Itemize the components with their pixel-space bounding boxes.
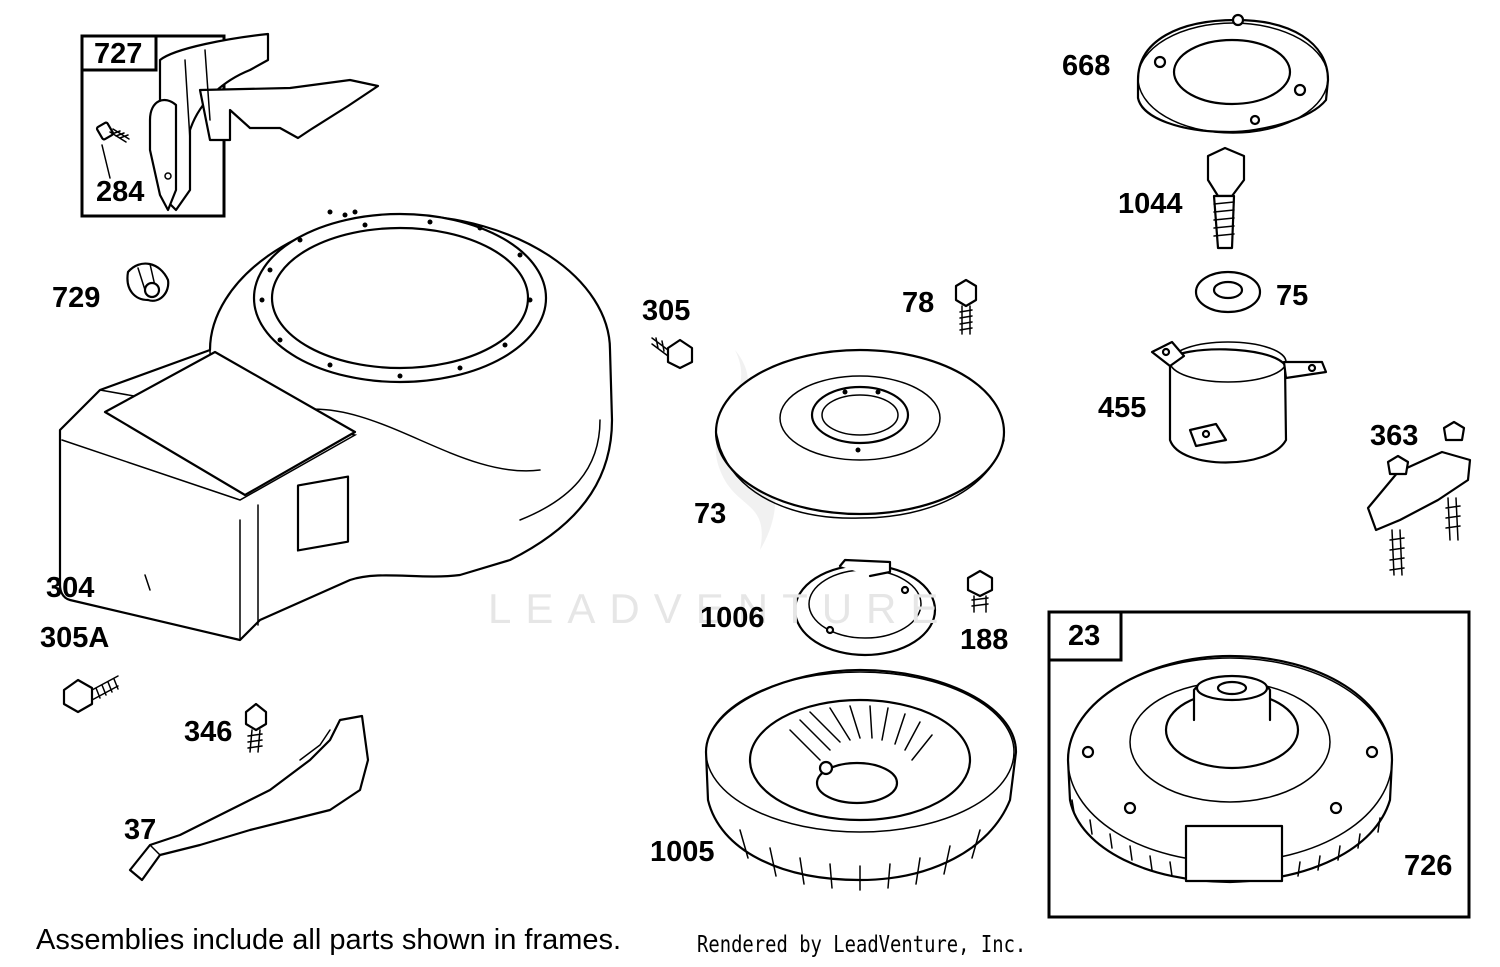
part-729-grommet — [126, 262, 170, 302]
part-188-bolt — [966, 569, 994, 613]
callout-304: 304 — [46, 572, 95, 604]
callout-455: 455 — [1098, 392, 1147, 424]
callout-73: 73 — [694, 498, 727, 530]
callout-726: 726 — [1404, 850, 1453, 882]
frame-23-tab — [1047, 610, 1123, 662]
callout-305a: 305A — [40, 622, 110, 654]
part-37-baffle — [128, 714, 370, 882]
part-727-shroud — [148, 32, 380, 212]
callout-37: 37 — [124, 814, 157, 846]
callout-363: 363 — [1370, 420, 1419, 452]
callout-305: 305 — [642, 295, 691, 327]
callout-1006: 1006 — [700, 602, 765, 634]
part-455-cup — [1150, 340, 1328, 464]
callout-78: 78 — [902, 287, 935, 319]
part-1044-stud — [1206, 146, 1246, 250]
callout-729: 729 — [52, 282, 101, 314]
assemblies-note: Assemblies include all parts shown in fr… — [36, 924, 622, 956]
frame-727-tab — [80, 34, 158, 72]
callout-75: 75 — [1276, 280, 1309, 312]
callout-346: 346 — [184, 716, 233, 748]
part-726-flywheel — [1066, 654, 1394, 884]
render-credit: Rendered by LeadVenture, Inc. — [697, 932, 1027, 958]
callout-727: 727 — [94, 38, 143, 70]
part-305a-screw — [62, 675, 119, 714]
part-304-blower-housing — [58, 209, 614, 642]
part-1006-ratchet — [793, 558, 937, 657]
callout-23: 23 — [1068, 620, 1101, 652]
callout-668: 668 — [1062, 50, 1111, 82]
part-305-screw — [651, 337, 694, 370]
callout-1044: 1044 — [1118, 188, 1183, 220]
part-75-washer — [1194, 270, 1262, 314]
part-1005-fan — [704, 668, 1018, 891]
part-363-brake — [1366, 420, 1472, 576]
part-346-bolt — [244, 702, 268, 753]
callout-1005: 1005 — [650, 836, 715, 868]
frame-23 — [1047, 610, 1471, 919]
part-78-bolt — [954, 278, 978, 335]
part-668-plate — [1136, 13, 1330, 134]
callout-284: 284 — [96, 176, 145, 208]
watermark: LEADVENTURE — [488, 585, 953, 632]
callout-188: 188 — [960, 624, 1009, 656]
part-73-screen — [714, 348, 1006, 519]
part-284-screw — [95, 121, 130, 179]
